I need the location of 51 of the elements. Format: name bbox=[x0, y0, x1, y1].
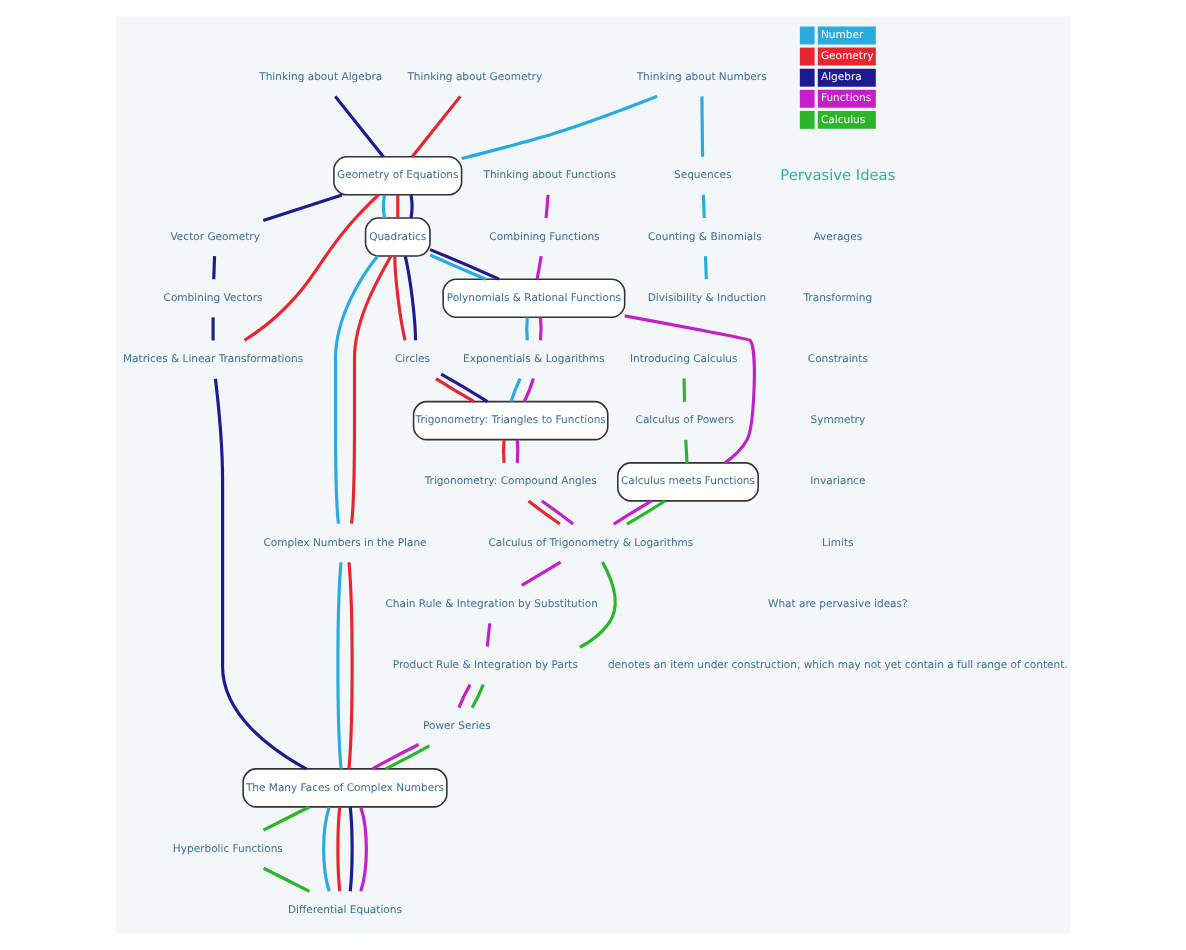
connector bbox=[538, 317, 543, 341]
connector bbox=[461, 94, 658, 161]
connector bbox=[457, 683, 472, 709]
connector bbox=[579, 561, 617, 649]
connector bbox=[350, 255, 393, 524]
connector bbox=[525, 317, 529, 341]
connector bbox=[262, 193, 343, 222]
connector bbox=[612, 499, 653, 526]
connector bbox=[703, 256, 708, 280]
connector bbox=[522, 378, 535, 403]
connector bbox=[403, 256, 418, 341]
connector bbox=[213, 378, 308, 771]
connector bbox=[262, 866, 311, 893]
connector bbox=[381, 194, 387, 219]
connector bbox=[435, 377, 476, 404]
connector bbox=[626, 499, 666, 526]
connector bbox=[540, 499, 575, 526]
connector bbox=[322, 806, 331, 892]
connector bbox=[410, 95, 462, 158]
connector bbox=[396, 194, 400, 219]
connector bbox=[470, 684, 485, 709]
connector bbox=[535, 255, 543, 280]
connector bbox=[409, 194, 414, 219]
connector bbox=[485, 623, 492, 647]
connector bbox=[262, 805, 310, 832]
connector bbox=[429, 248, 500, 281]
connector bbox=[371, 743, 420, 771]
connector bbox=[527, 499, 561, 526]
connector bbox=[515, 439, 520, 463]
connector bbox=[384, 744, 431, 771]
connector bbox=[334, 95, 385, 158]
connector bbox=[700, 96, 705, 157]
connector bbox=[521, 560, 562, 587]
connector bbox=[347, 562, 354, 769]
connector bbox=[336, 562, 343, 769]
connector bbox=[682, 378, 687, 402]
connector bbox=[501, 439, 506, 463]
connector bbox=[544, 194, 550, 219]
connector bbox=[684, 439, 689, 463]
connector bbox=[211, 317, 215, 341]
connector bbox=[336, 807, 342, 892]
connector bbox=[509, 377, 522, 403]
connector bbox=[348, 807, 354, 892]
connector bbox=[212, 256, 217, 280]
connector bbox=[333, 255, 379, 524]
connector bbox=[359, 806, 368, 892]
connector bbox=[393, 256, 407, 341]
connector bbox=[701, 194, 706, 219]
connector bbox=[243, 193, 380, 342]
connector bbox=[429, 253, 487, 281]
connector bbox=[440, 372, 489, 403]
